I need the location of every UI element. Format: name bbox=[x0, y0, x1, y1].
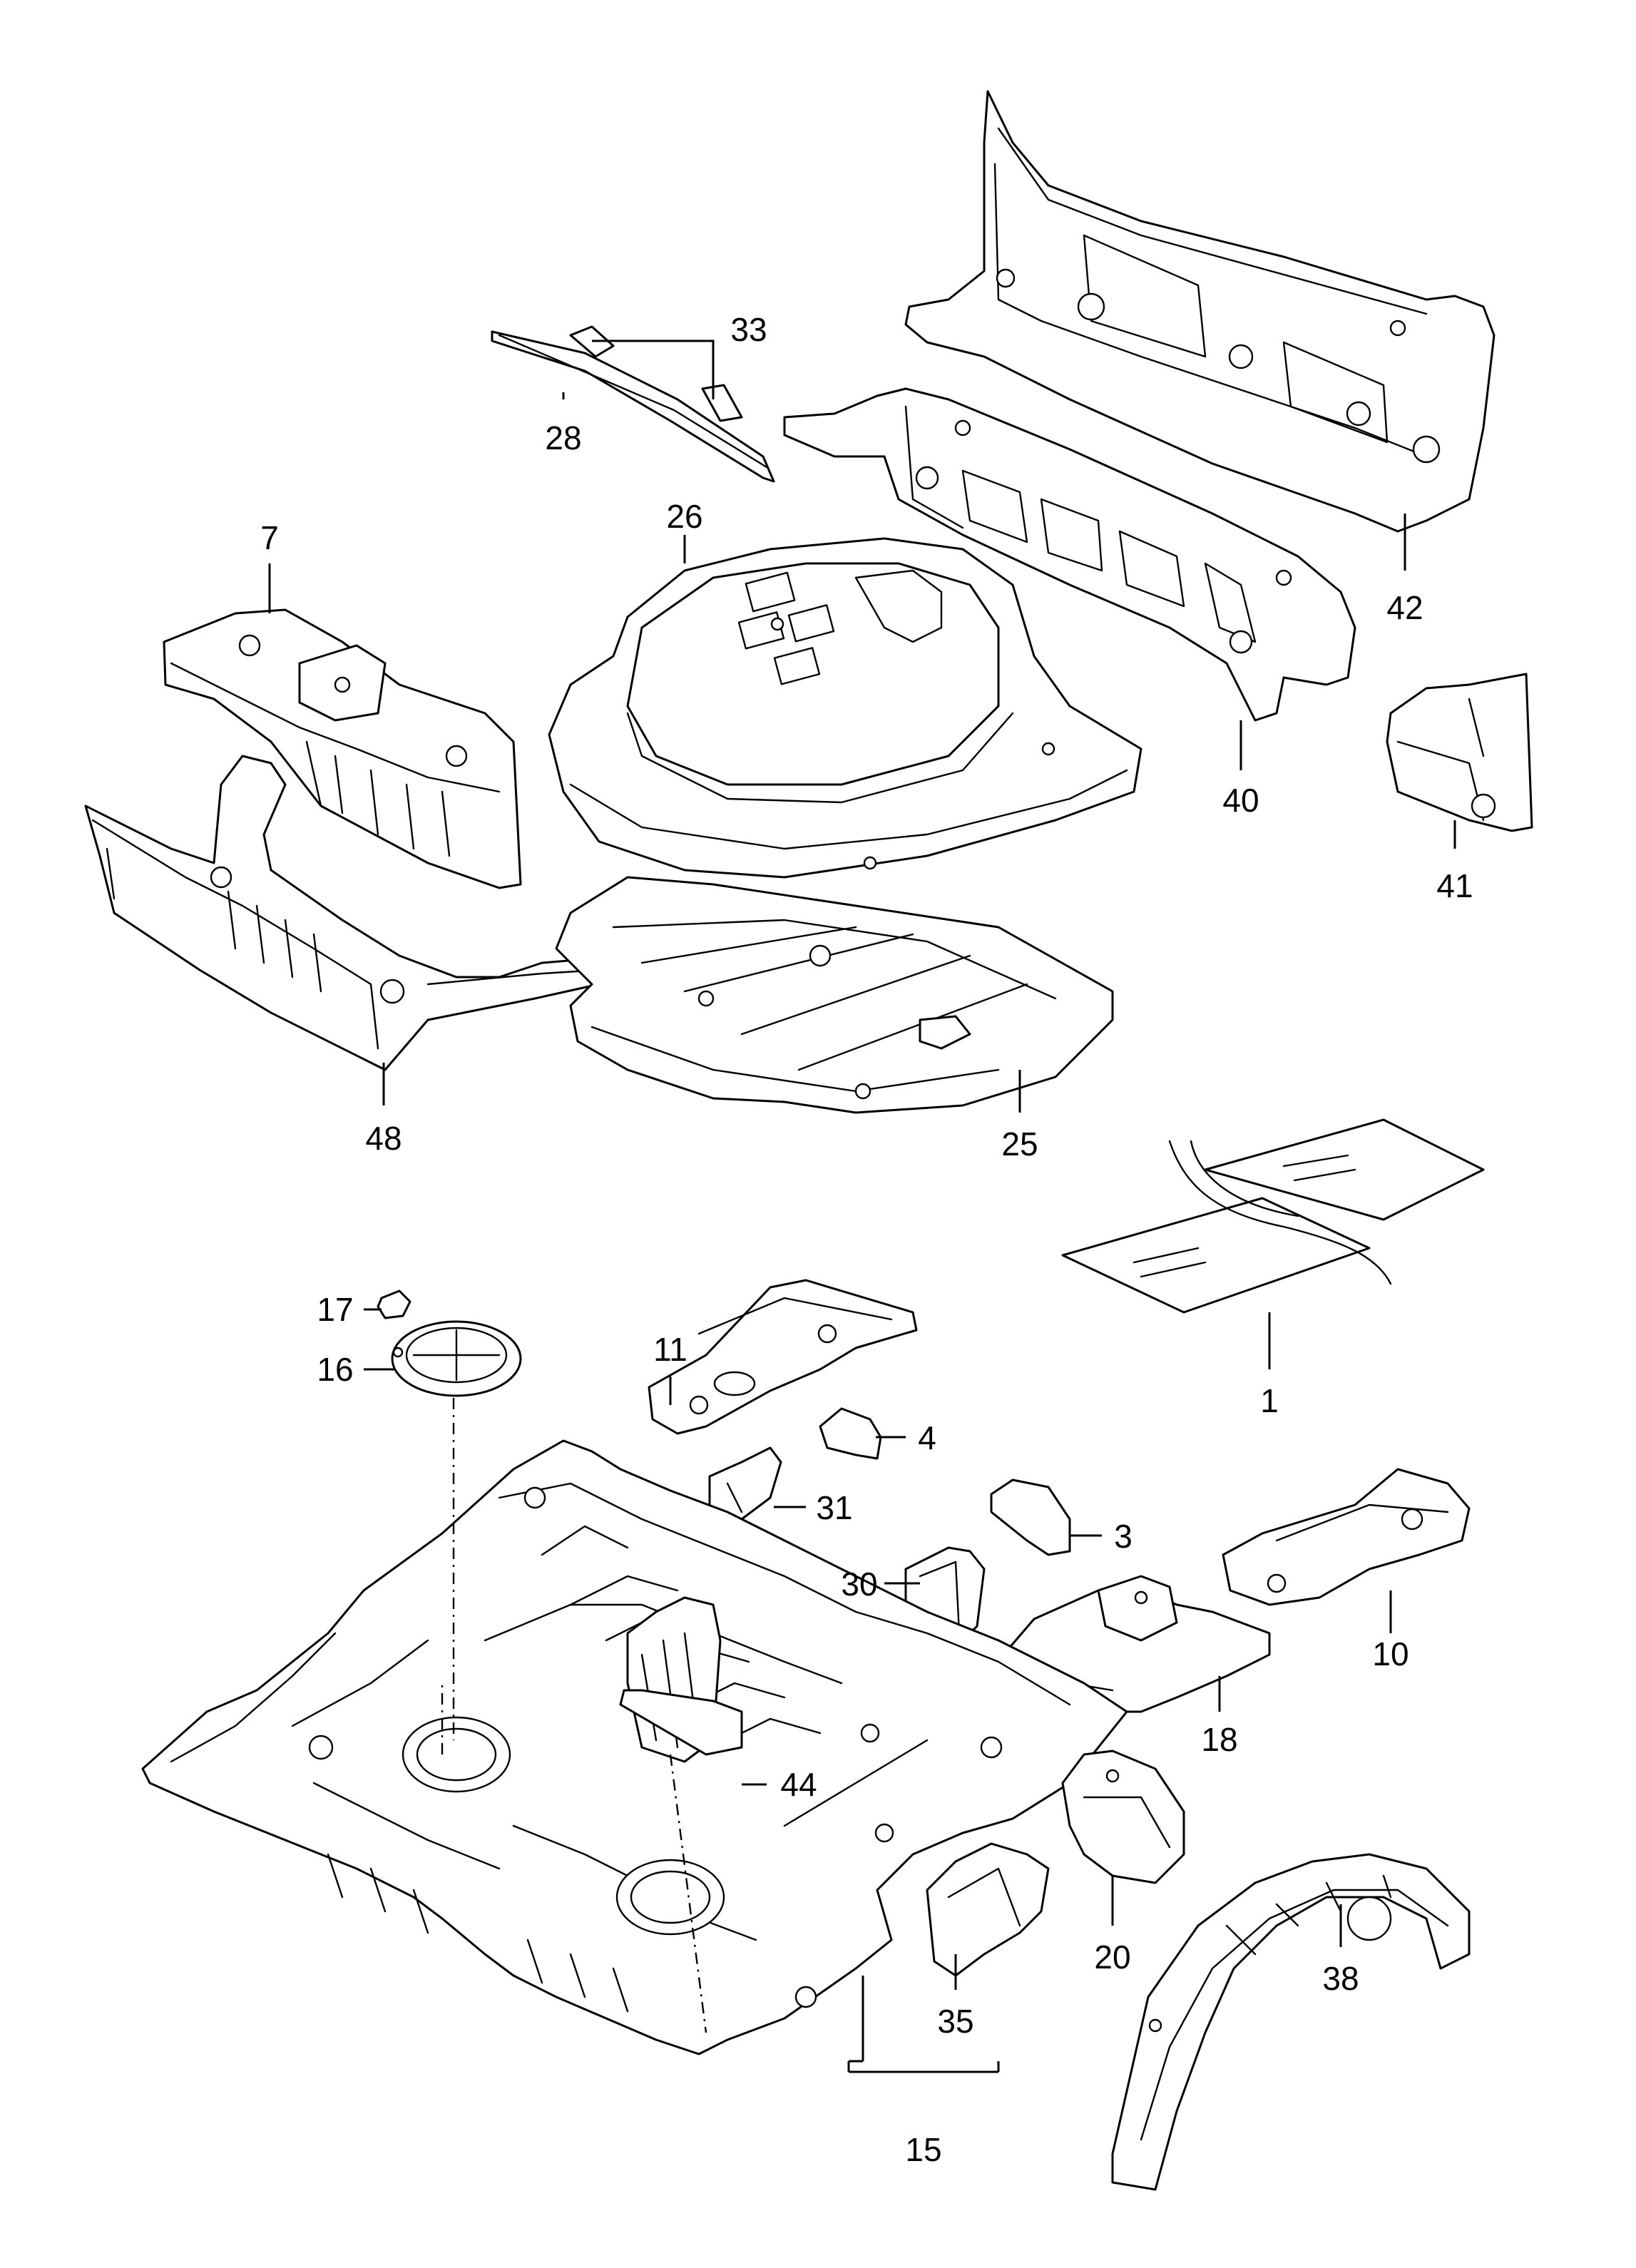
part-40-cross-member bbox=[783, 387, 1356, 722]
callout-44: 44 bbox=[780, 1766, 817, 1803]
part-35-bracket bbox=[926, 1842, 1050, 1977]
part-20-bracket bbox=[1061, 1749, 1185, 1884]
callout-1: 1 bbox=[1260, 1382, 1279, 1419]
callout-30: 30 bbox=[841, 1565, 877, 1603]
callout-42: 42 bbox=[1386, 589, 1423, 626]
part-26-spare-wheel-well bbox=[548, 537, 1142, 879]
callout-11: 11 bbox=[653, 1331, 687, 1368]
callout-33: 33 bbox=[730, 311, 767, 348]
callout-48: 48 bbox=[365, 1120, 402, 1157]
part-38-wheel-housing bbox=[1111, 1853, 1471, 2191]
part-44-bracket bbox=[619, 1689, 743, 1756]
part-3-bracket bbox=[990, 1478, 1071, 1556]
part-17-nut bbox=[377, 1289, 411, 1319]
part-16-cover bbox=[391, 1320, 522, 1397]
part-25-floor-panel bbox=[555, 876, 1114, 1114]
callout-labels: 33 28 26 7 42 40 41 48 25 1 17 16 11 4 3… bbox=[260, 311, 1473, 2168]
callout-3: 3 bbox=[1114, 1518, 1133, 1555]
leader-lines bbox=[268, 339, 1456, 2073]
part-41-corner-bracket bbox=[1386, 673, 1533, 832]
callout-31: 31 bbox=[816, 1489, 852, 1526]
part-4-bracket bbox=[819, 1407, 882, 1460]
callout-18: 18 bbox=[1201, 1721, 1237, 1758]
part-7-bracket bbox=[163, 608, 522, 889]
part-11-bracket bbox=[648, 1279, 918, 1435]
part-28-strip bbox=[491, 330, 775, 483]
callout-41: 41 bbox=[1436, 867, 1473, 904]
part-42-rear-panel bbox=[904, 90, 1496, 533]
callout-35: 35 bbox=[937, 2003, 973, 2040]
callout-25: 25 bbox=[1001, 1125, 1038, 1163]
part-1-mat bbox=[1061, 1118, 1485, 1314]
callout-38: 38 bbox=[1322, 1960, 1359, 1997]
callout-10: 10 bbox=[1372, 1635, 1409, 1672]
callout-7: 7 bbox=[260, 519, 279, 556]
callout-4: 4 bbox=[918, 1419, 936, 1456]
callout-15: 15 bbox=[905, 2131, 941, 2168]
callout-16: 16 bbox=[317, 1351, 353, 1388]
callout-17: 17 bbox=[317, 1291, 353, 1328]
part-15-floor-pan bbox=[141, 1439, 1128, 2055]
part-10-bracket bbox=[1222, 1468, 1471, 1606]
callout-28: 28 bbox=[545, 419, 581, 456]
callout-40: 40 bbox=[1222, 782, 1259, 819]
callout-26: 26 bbox=[666, 498, 702, 535]
callout-20: 20 bbox=[1094, 1938, 1130, 1976]
